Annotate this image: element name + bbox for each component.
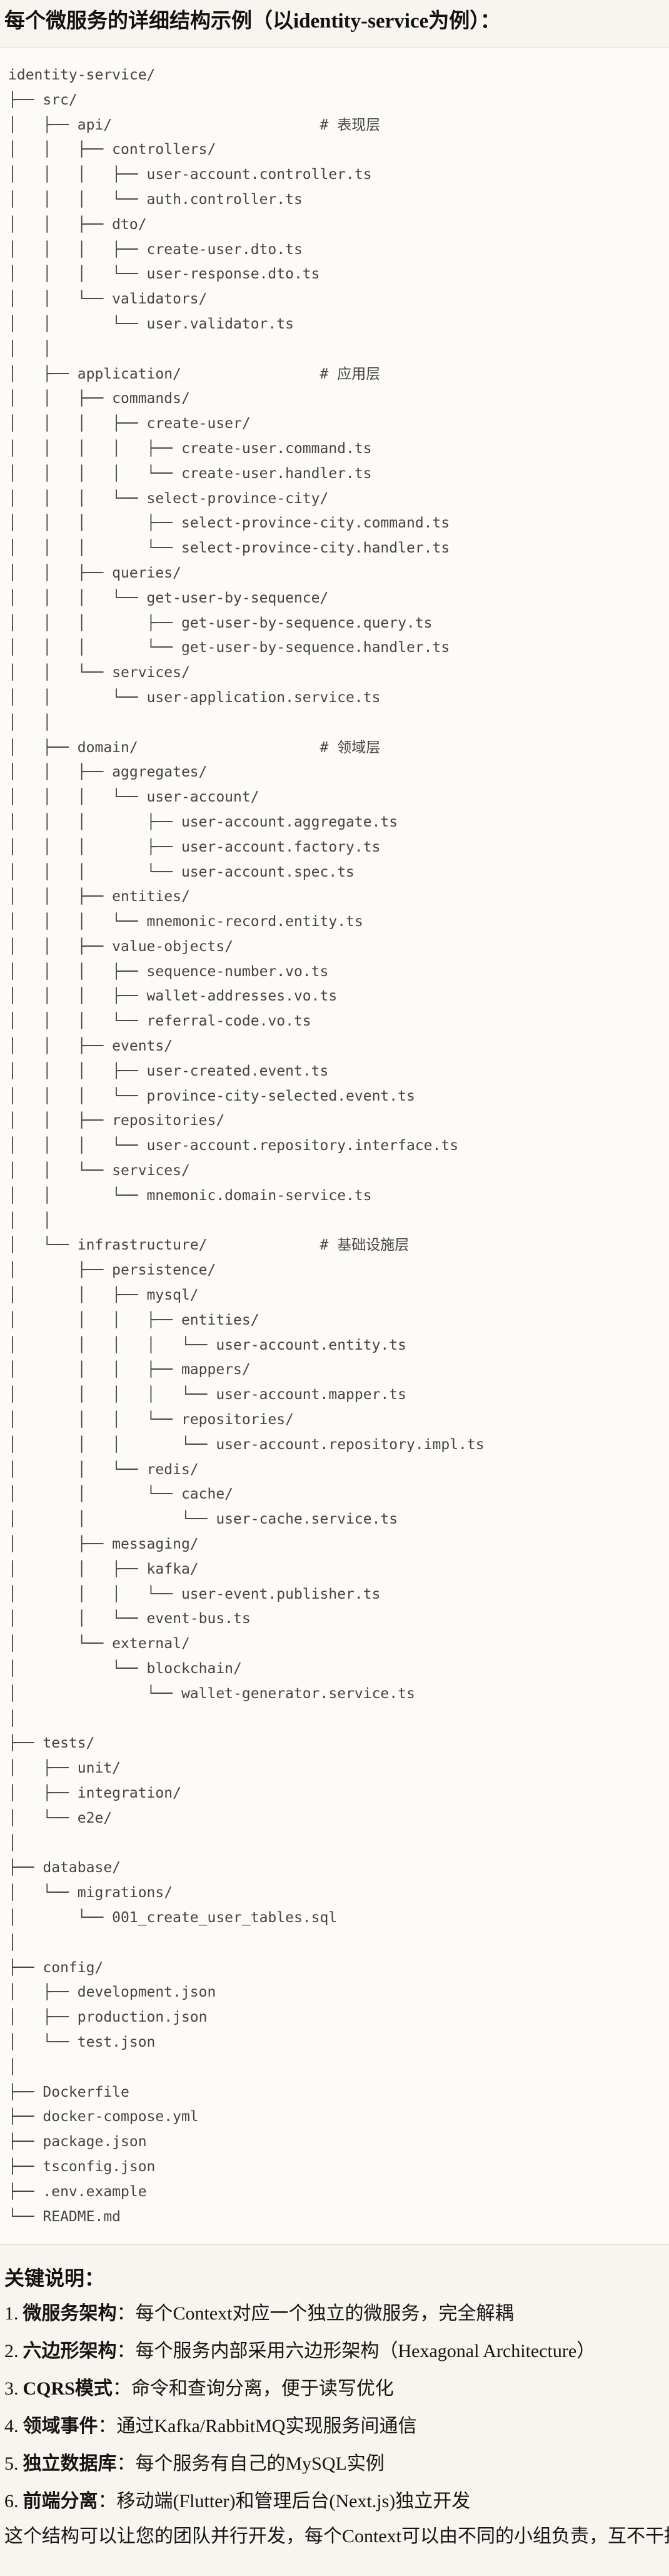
directory-tree: identity-service/ ├── src/ │ ├── api/ # … bbox=[8, 67, 485, 2225]
list-item-desc: ：移动端(Flutter)和管理后台(Next.js)独立开发 bbox=[98, 2490, 471, 2512]
notes-heading: 关键说明： bbox=[4, 2267, 105, 2290]
list-item-number: 3. bbox=[4, 2378, 19, 2399]
list-item-term: 六边形架构 bbox=[23, 2340, 117, 2361]
list-item-term: 独立数据库 bbox=[23, 2453, 117, 2474]
code-block: identity-service/ ├── src/ │ ├── api/ # … bbox=[0, 48, 669, 2246]
list-item: 6.前端分离：移动端(Flutter)和管理后台(Next.js)独立开发 bbox=[4, 2488, 663, 2515]
list-item: 3.CQRS模式：命令和查询分离，便于读写优化 bbox=[4, 2376, 663, 2402]
list-item: 1.微服务架构：每个Context对应一个独立的微服务，完全解耦 bbox=[4, 2301, 663, 2327]
list-item-desc: ：每个服务内部采用六边形架构（Hexagonal Architecture） bbox=[116, 2340, 596, 2361]
key-notes-section: 关键说明： 1.微服务架构：每个Context对应一个独立的微服务，完全解耦 2… bbox=[0, 2266, 669, 2575]
list-item-term: 前端分离 bbox=[23, 2490, 98, 2512]
list-item-number: 1. bbox=[4, 2303, 19, 2324]
list-item-number: 4. bbox=[4, 2415, 19, 2436]
list-item-desc: ：每个Context对应一个独立的微服务，完全解耦 bbox=[116, 2303, 514, 2324]
list-item-term: 领域事件 bbox=[23, 2415, 98, 2436]
list-item-number: 5. bbox=[4, 2453, 19, 2474]
list-item-desc: ：命令和查询分离，便于读写优化 bbox=[112, 2378, 394, 2399]
list-item-desc: ：每个服务有自己的MySQL实例 bbox=[116, 2453, 385, 2474]
list-item: 2.六边形架构：每个服务内部采用六边形架构（Hexagonal Architec… bbox=[4, 2338, 663, 2365]
list-item-number: 2. bbox=[4, 2340, 19, 2361]
list-item: 4.领域事件：通过Kafka/RabbitMQ实现服务间通信 bbox=[4, 2413, 663, 2440]
list-item-number: 6. bbox=[4, 2490, 19, 2512]
list-item-term: CQRS模式 bbox=[23, 2378, 113, 2399]
document-header: 每个微服务的详细结构示例（以identity-service为例）： bbox=[0, 0, 669, 48]
list-item: 5.独立数据库：每个服务有自己的MySQL实例 bbox=[4, 2451, 663, 2477]
list-item-term: 微服务架构 bbox=[23, 2303, 117, 2324]
page-title: 每个微服务的详细结构示例（以identity-service为例）： bbox=[4, 10, 501, 33]
notes-list: 1.微服务架构：每个Context对应一个独立的微服务，完全解耦 2.六边形架构… bbox=[4, 2301, 663, 2515]
list-item-desc: ：通过Kafka/RabbitMQ实现服务间通信 bbox=[98, 2415, 417, 2436]
notes-footer: 这个结构可以让您的团队并行开发，每个Context可以由不同的小组负责，互不干扰… bbox=[4, 2525, 669, 2547]
